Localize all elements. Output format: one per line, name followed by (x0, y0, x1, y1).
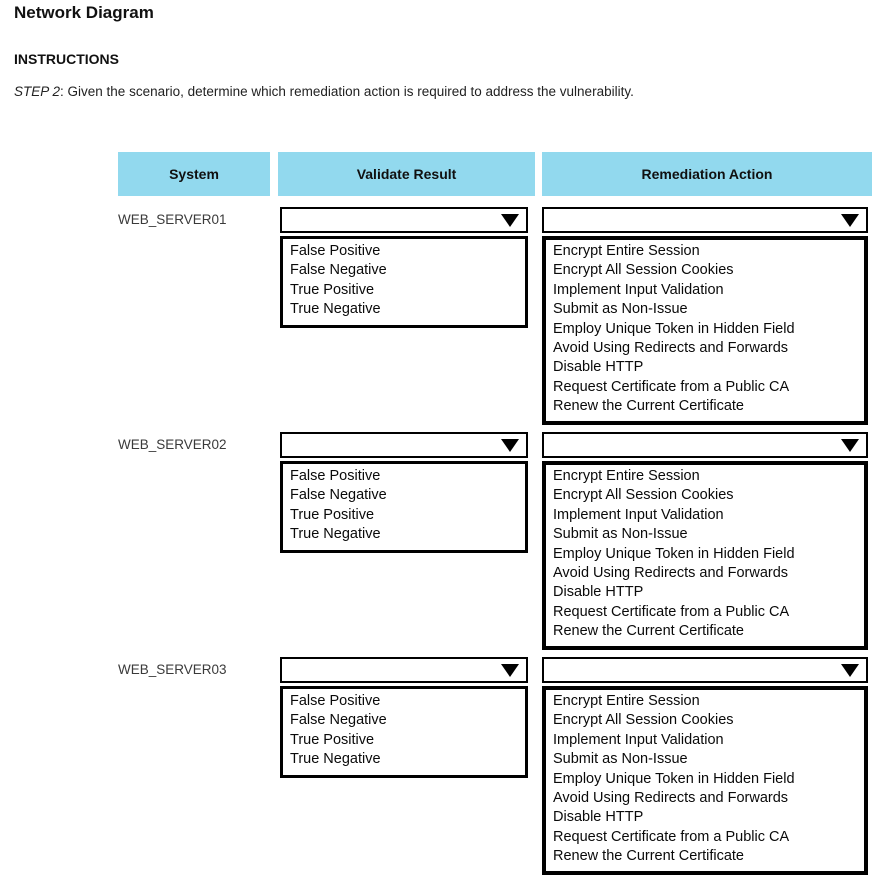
option-item[interactable]: False Negative (290, 712, 387, 729)
option-item[interactable]: Implement Input Validation (553, 731, 724, 748)
chevron-down-icon[interactable] (841, 214, 859, 227)
option-item[interactable]: True Negative (290, 301, 381, 318)
option-item[interactable]: Encrypt All Session Cookies (553, 487, 734, 504)
system-label: WEB_SERVER02 (118, 437, 227, 452)
option-item[interactable]: Avoid Using Redirects and Forwards (553, 340, 789, 357)
option-item[interactable]: False Positive (290, 693, 381, 709)
option-item[interactable]: True Positive (290, 281, 375, 298)
page-title: Network Diagram (14, 3, 154, 22)
option-item[interactable]: True Negative (290, 526, 381, 543)
validate-result-select[interactable] (280, 432, 528, 458)
chevron-down-icon[interactable] (841, 664, 859, 677)
option-item[interactable]: Encrypt All Session Cookies (553, 262, 734, 279)
option-item[interactable]: Encrypt Entire Session (553, 693, 700, 709)
header-remediation-action: Remediation Action (542, 152, 872, 196)
option-item[interactable]: Renew the Current Certificate (553, 848, 744, 865)
option-item[interactable]: Renew the Current Certificate (553, 623, 744, 640)
step-label: STEP 2 (14, 84, 61, 99)
chevron-down-icon[interactable] (841, 439, 859, 452)
chevron-down-icon[interactable] (501, 664, 519, 677)
validate-result-select[interactable] (280, 657, 528, 683)
option-item[interactable]: Encrypt Entire Session (553, 243, 700, 259)
system-label: WEB_SERVER01 (118, 212, 227, 227)
remediation-action-select[interactable] (542, 207, 868, 233)
system-label: WEB_SERVER03 (118, 662, 227, 677)
option-item[interactable]: Submit as Non-Issue (553, 751, 688, 768)
option-item[interactable]: Request Certificate from a Public CA (553, 378, 790, 395)
instructions-heading: INSTRUCTIONS (14, 51, 119, 67)
option-item[interactable]: Encrypt All Session Cookies (553, 712, 734, 729)
header-system: System (118, 152, 270, 196)
option-item[interactable]: True Positive (290, 506, 375, 523)
chevron-down-icon[interactable] (501, 214, 519, 227)
option-item[interactable]: True Positive (290, 731, 375, 748)
step-instruction: STEP 2: Given the scenario, determine wh… (14, 84, 634, 99)
option-item[interactable]: Employ Unique Token in Hidden Field (553, 545, 795, 562)
option-item[interactable]: False Positive (290, 243, 381, 259)
option-item[interactable]: Renew the Current Certificate (553, 398, 744, 415)
option-item[interactable]: Submit as Non-Issue (553, 526, 688, 543)
option-item[interactable]: Avoid Using Redirects and Forwards (553, 565, 789, 582)
option-item[interactable]: Implement Input Validation (553, 506, 724, 523)
remediation-action-select[interactable] (542, 432, 868, 458)
option-item[interactable]: False Negative (290, 262, 387, 279)
option-item[interactable]: Request Certificate from a Public CA (553, 603, 790, 620)
option-item[interactable]: Employ Unique Token in Hidden Field (553, 320, 795, 337)
header-validate-result: Validate Result (278, 152, 535, 196)
option-item[interactable]: Request Certificate from a Public CA (553, 828, 790, 845)
option-item[interactable]: Encrypt Entire Session (553, 468, 700, 484)
validate-result-select[interactable] (280, 207, 528, 233)
option-item[interactable]: False Positive (290, 468, 381, 484)
option-item[interactable]: Disable HTTP (553, 584, 644, 601)
option-item[interactable]: True Negative (290, 751, 381, 768)
option-item[interactable]: Disable HTTP (553, 809, 644, 826)
option-item[interactable]: Submit as Non-Issue (553, 301, 688, 318)
step-text: : Given the scenario, determine which re… (60, 84, 634, 99)
option-item[interactable]: Implement Input Validation (553, 281, 724, 298)
remediation-action-select[interactable] (542, 657, 868, 683)
option-item[interactable]: Avoid Using Redirects and Forwards (553, 790, 789, 807)
option-item[interactable]: Disable HTTP (553, 359, 644, 376)
option-item[interactable]: Employ Unique Token in Hidden Field (553, 770, 795, 787)
question-table: System Validate Result Remediation Actio… (118, 152, 872, 875)
table-header-row: System Validate Result Remediation Actio… (118, 152, 872, 196)
option-item[interactable]: False Negative (290, 487, 387, 504)
chevron-down-icon[interactable] (501, 439, 519, 452)
